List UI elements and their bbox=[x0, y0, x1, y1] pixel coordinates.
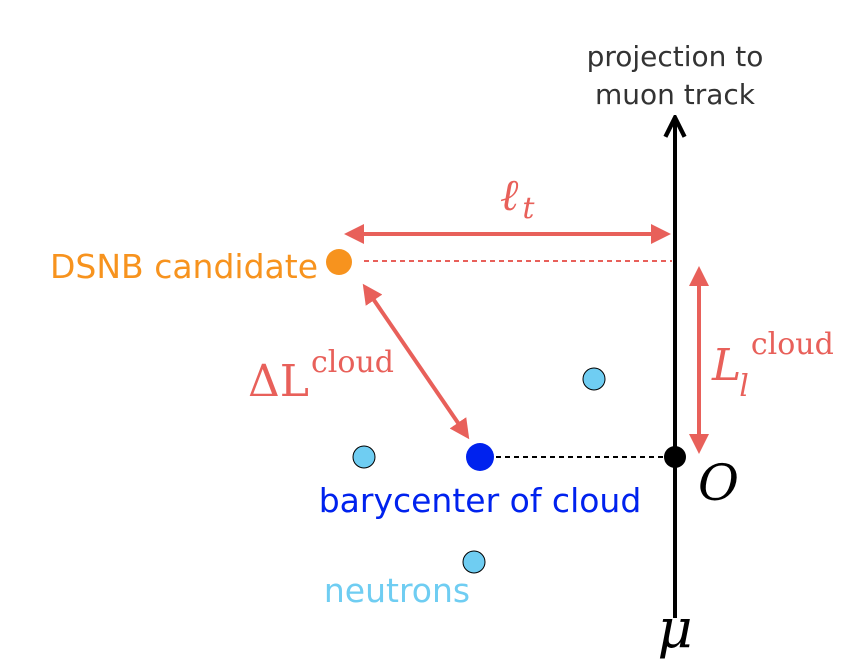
delta-l-cloud-label: ΔLcloud bbox=[248, 345, 394, 407]
dsnb-candidate-label: DSNB candidate bbox=[50, 247, 318, 286]
neutron-point bbox=[462, 550, 486, 574]
origin-point bbox=[664, 446, 686, 468]
neutron-point bbox=[582, 367, 606, 391]
projection-label-line1: projection to bbox=[587, 40, 764, 73]
barycenter-label: barycenter of cloud bbox=[319, 481, 642, 520]
neutron-point bbox=[352, 445, 376, 469]
neutrons-label: neutrons bbox=[324, 571, 470, 610]
delta-l-cloud-arrow bbox=[362, 283, 470, 440]
l-l-cloud-label: Llcloud bbox=[711, 327, 834, 404]
dsnb-candidate-point bbox=[326, 249, 352, 275]
mu-label: μ bbox=[657, 597, 692, 660]
projection-label-line2: muon track bbox=[595, 78, 756, 111]
origin-label: O bbox=[698, 454, 739, 512]
barycenter-point bbox=[466, 443, 494, 471]
